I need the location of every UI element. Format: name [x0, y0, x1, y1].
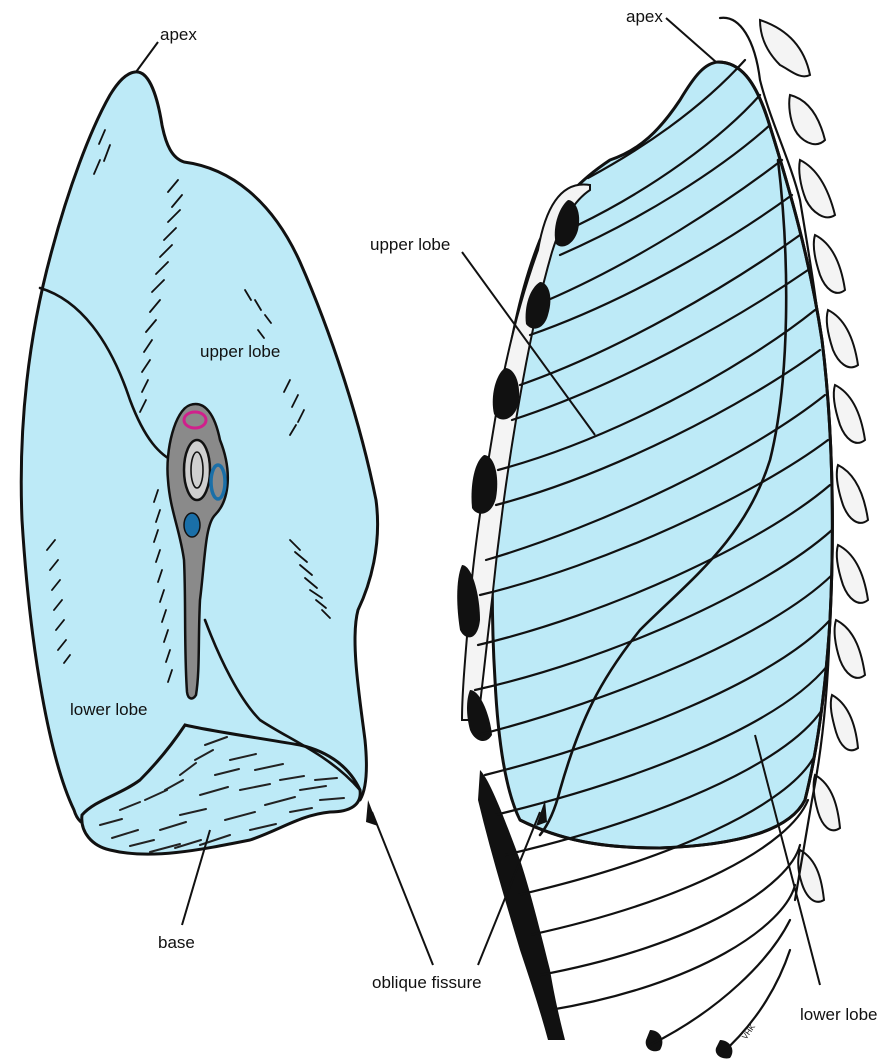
- right-lower-lobe-label: lower lobe: [800, 1005, 878, 1024]
- lateral-lung-view: apex upper lobe oblique fissure lower lo…: [370, 7, 878, 1058]
- oblique-fissure-arrowhead-left: [366, 800, 378, 826]
- left-lower-lobe-label: lower lobe: [70, 700, 148, 719]
- base-label: base: [158, 933, 195, 952]
- right-upper-lobe-label: upper lobe: [370, 235, 450, 254]
- left-apex-leader: [136, 42, 158, 72]
- medial-lung-view: apex upper lobe lower lobe base: [21, 25, 433, 965]
- pulmonary-vein-lower: [184, 513, 200, 537]
- left-apex-label: apex: [160, 25, 197, 44]
- artist-signature: VHK: [740, 1022, 757, 1041]
- oblique-fissure-leader-left: [372, 812, 433, 965]
- right-apex-leader: [666, 18, 716, 62]
- oblique-fissure-label: oblique fissure: [372, 973, 482, 992]
- bronchus: [184, 440, 210, 500]
- left-upper-lobe-label: upper lobe: [200, 342, 280, 361]
- right-apex-label: apex: [626, 7, 663, 26]
